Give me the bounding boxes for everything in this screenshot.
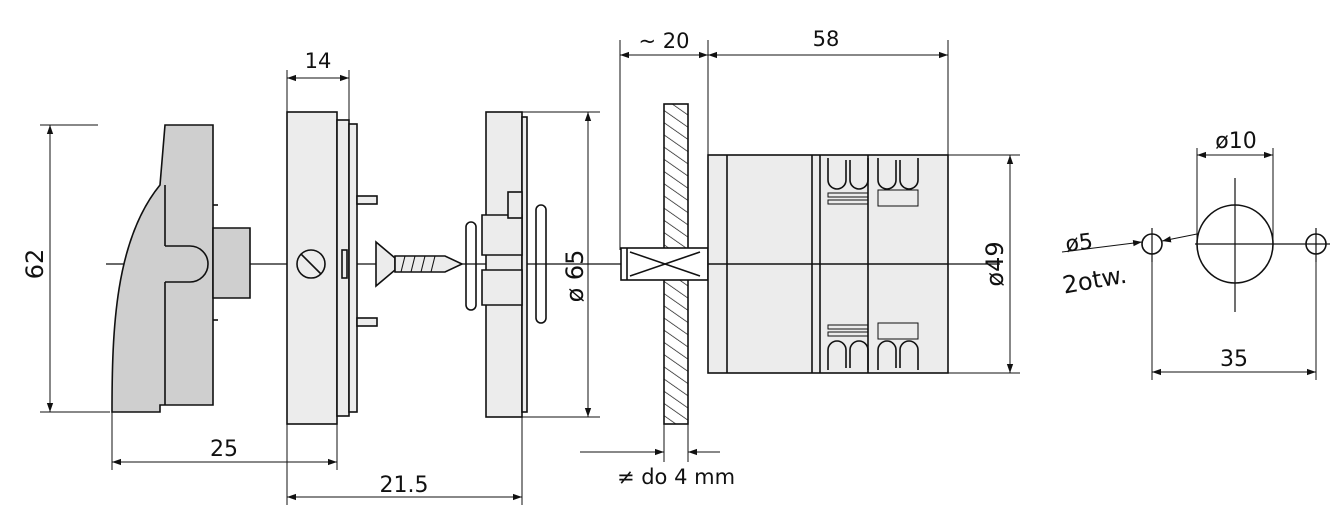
dim-hole-count: 2otw. [1060, 261, 1128, 300]
o-ring-right [535, 204, 547, 324]
dim-diameter-10: ø10 [1215, 129, 1256, 154]
dim-panel-thickness: ≠ do 4 mm [617, 465, 735, 489]
dim-21-5: 21.5 [380, 473, 429, 498]
dim-35: 35 [1220, 347, 1248, 372]
panel-wall [620, 103, 709, 425]
dim-14: 14 [305, 49, 332, 73]
dim-hole-diameter-5: ø5 [1064, 229, 1094, 257]
dim-approx-20: ~ 20 [639, 29, 690, 53]
switch-body [707, 154, 949, 374]
handle-part [111, 124, 251, 413]
dim-25: 25 [210, 437, 238, 462]
hole-layout [1141, 178, 1330, 312]
dimension-lines [46, 51, 1316, 501]
dim-diameter-49: ø49 [981, 241, 1009, 286]
dim-58: 58 [813, 27, 840, 51]
screw [375, 240, 464, 288]
o-ring-left [465, 221, 477, 311]
mounting-plate [481, 111, 528, 418]
front-plate [286, 111, 378, 425]
dim-62: 62 [21, 249, 49, 280]
dim-diameter-65: ø 65 [561, 250, 589, 303]
